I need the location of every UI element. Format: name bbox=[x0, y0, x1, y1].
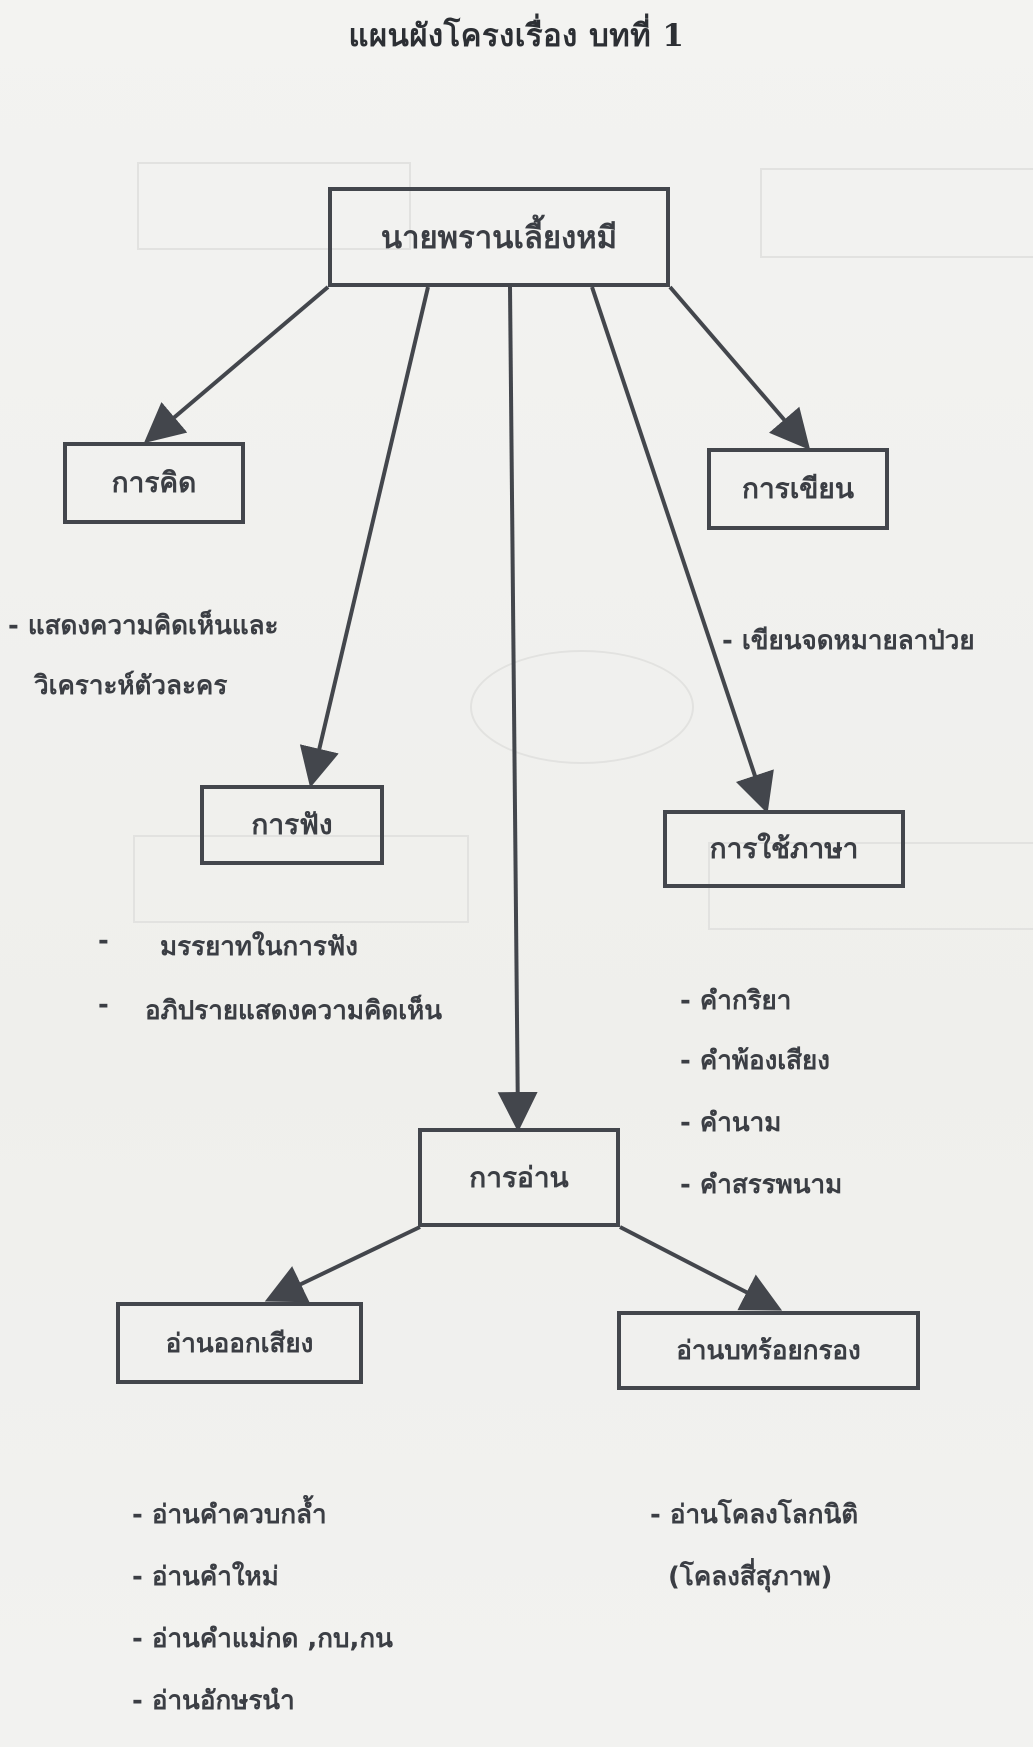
detail-item: - แสดงความคิดเห็นและ bbox=[8, 611, 279, 641]
node-language-use: การใช้ภาษา bbox=[663, 810, 905, 888]
node-language-use-label: การใช้ภาษา bbox=[709, 832, 859, 865]
arrow-reading-to-poetry bbox=[619, 1225, 783, 1311]
node-reading-label: การอ่าน bbox=[469, 1160, 569, 1194]
detail-item: มรรยาทในการฟัง bbox=[160, 932, 358, 962]
bleed-through-ellipse bbox=[470, 650, 694, 764]
detail-item: - อ่านคำควบกล้ำ bbox=[132, 1500, 327, 1530]
detail-item: - อ่านโคลงโลกนิติ bbox=[650, 1500, 859, 1530]
node-listening-label: การฟัง bbox=[251, 808, 333, 841]
arrow-root-to-listening bbox=[299, 286, 430, 788]
arrow-root-to-reading bbox=[497, 286, 538, 1132]
node-writing-label: การเขียน bbox=[742, 472, 854, 505]
node-thinking: การคิด bbox=[63, 442, 245, 524]
node-thinking-label: การคิด bbox=[111, 466, 197, 499]
root-node-label: นายพรานเลี้ยงหมี bbox=[380, 220, 618, 256]
arrow-root-to-thinking bbox=[143, 285, 330, 444]
node-reading-aloud: อ่านออกเสียง bbox=[116, 1302, 363, 1384]
detail-item: - คำกริยา bbox=[680, 986, 792, 1016]
node-reading-poetry: อ่านบทร้อยกรอง bbox=[617, 1311, 920, 1390]
detail-item: - อ่านคำใหม่ bbox=[132, 1562, 279, 1592]
detail-item: - อ่านคำแม่กด ,กบ,กน bbox=[132, 1624, 393, 1654]
detail-item: - คำสรรพนาม bbox=[680, 1170, 843, 1200]
node-reading-aloud-label: อ่านออกเสียง bbox=[165, 1328, 314, 1359]
detail-item: - คำพ้องเสียง bbox=[680, 1046, 830, 1076]
detail-bullet: - bbox=[98, 926, 109, 956]
detail-item: - เขียนจดหมายลาป่วย bbox=[722, 626, 975, 656]
node-reading-poetry-label: อ่านบทร้อยกรอง bbox=[676, 1336, 861, 1366]
detail-item: อภิปรายแสดงความคิดเห็น bbox=[145, 996, 443, 1026]
node-reading: การอ่าน bbox=[418, 1128, 620, 1227]
page-title: แผนผังโครงเรื่อง บทที่ 1 bbox=[348, 18, 685, 54]
node-writing: การเขียน bbox=[707, 448, 889, 530]
node-listening: การฟัง bbox=[200, 785, 384, 865]
arrow-root-to-writing bbox=[668, 285, 811, 451]
detail-item: (โคลงสี่สุภาพ) bbox=[668, 1562, 833, 1592]
arrow-root-to-language bbox=[590, 286, 774, 814]
detail-item: - อ่านอักษรนำ bbox=[132, 1686, 295, 1716]
root-node-box: นายพรานเลี้ยงหมี bbox=[328, 187, 670, 287]
detail-item: - คำนาม bbox=[680, 1108, 782, 1138]
detail-item: วิเคราะห์ตัวละคร bbox=[34, 671, 228, 701]
detail-bullet: - bbox=[98, 990, 109, 1020]
arrow-reading-to-aloud bbox=[264, 1225, 421, 1303]
